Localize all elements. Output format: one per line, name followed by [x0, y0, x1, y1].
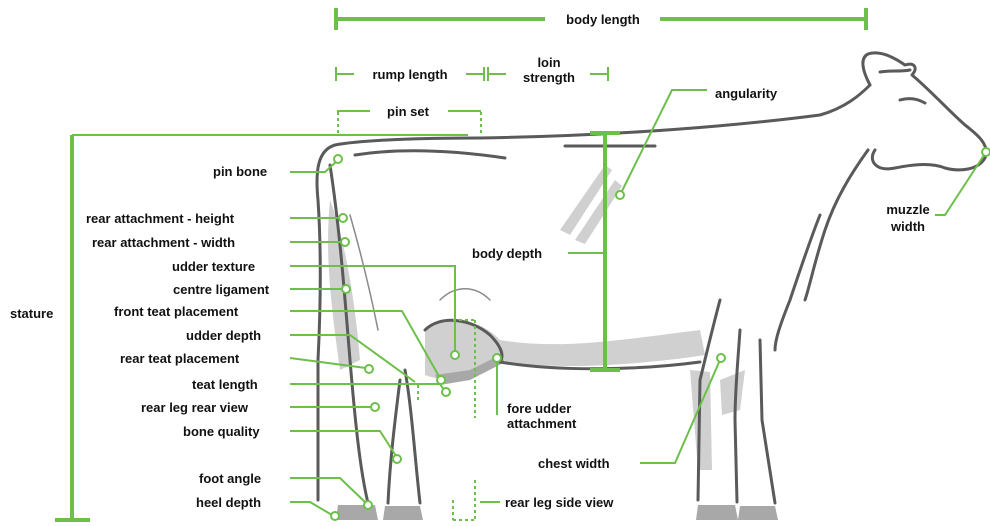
rear-leg-rear-view-label: rear leg rear view — [141, 400, 249, 415]
udder-shade — [425, 321, 505, 379]
belly-shade — [500, 330, 705, 366]
body-length-measure: body length — [336, 8, 866, 30]
cow-illustration — [317, 53, 986, 520]
udder-crease — [440, 289, 490, 300]
heel-depth-label: heel depth — [196, 495, 261, 510]
fore-udder-label: fore udder — [507, 401, 571, 416]
rear-attachment-height-callout: rear attachment - height — [86, 211, 347, 226]
loin-strength-measure: loin strength — [488, 55, 608, 85]
body-length-label: body length — [566, 12, 640, 27]
chest-width-label: chest width — [538, 456, 610, 471]
rear-teat-placement-callout: rear teat placement — [120, 351, 373, 373]
stature-label: stature — [10, 306, 53, 321]
rear-leg-rear-view-callout: rear leg rear view — [141, 400, 379, 415]
pin-bone-label: pin bone — [213, 164, 267, 179]
rear-leg-2b — [405, 370, 420, 503]
foot-angle-label: foot angle — [199, 471, 261, 486]
front-leg-2 — [760, 340, 775, 503]
width-label: width — [890, 219, 925, 234]
rear-attachment-width-label: rear attachment - width — [92, 235, 235, 250]
rear-attachment-height-label: rear attachment - height — [86, 211, 235, 226]
front-hoof-1 — [696, 505, 738, 520]
angularity-label: angularity — [715, 86, 778, 101]
rear-outline — [317, 145, 335, 500]
bone-quality-callout: bone quality — [183, 424, 401, 463]
chest-shade — [720, 370, 745, 415]
cow-eye — [900, 99, 925, 103]
cow-neck — [805, 150, 868, 300]
rump-length-measure: rump length — [336, 67, 484, 82]
rear-leg-side-view-label: rear leg side view — [505, 495, 614, 510]
bone-quality-label: bone quality — [183, 424, 260, 439]
front-teat-placement-callout: front teat placement — [114, 304, 445, 384]
rear-hoof-2 — [383, 506, 423, 520]
front-leg-1b — [735, 330, 740, 502]
rear-leg-2 — [388, 380, 400, 503]
loin-label: loin — [537, 55, 560, 70]
pin-bone-callout: pin bone — [213, 155, 342, 179]
front-hoof-2 — [738, 506, 778, 520]
body-depth-measure: body depth — [472, 133, 620, 370]
rump-line — [355, 151, 505, 158]
attachment-label: attachment — [507, 416, 577, 431]
muzzle-label: muzzle — [886, 202, 929, 217]
body-depth-label: body depth — [472, 246, 542, 261]
rear-attachment-width-callout: rear attachment - width — [92, 235, 349, 250]
pin-set-label: pin set — [387, 104, 430, 119]
centre-ligament-callout: centre ligament — [173, 282, 350, 297]
angularity-callout: angularity — [616, 86, 778, 199]
udder-depth-label: udder depth — [186, 328, 261, 343]
front-teat-placement-label: front teat placement — [114, 304, 239, 319]
pin-set-measure: pin set — [337, 104, 481, 133]
udder-texture-label: udder texture — [172, 259, 255, 274]
centre-ligament-label: centre ligament — [173, 282, 270, 297]
strength-label: strength — [523, 70, 575, 85]
rump-length-label: rump length — [372, 67, 447, 82]
cow-ear — [880, 70, 910, 72]
rear-teat-placement-label: rear teat placement — [120, 351, 240, 366]
cow-dewlap — [775, 215, 820, 350]
teat-length-label: teat length — [192, 377, 258, 392]
muzzle-width-callout: muzzle width — [886, 148, 990, 234]
